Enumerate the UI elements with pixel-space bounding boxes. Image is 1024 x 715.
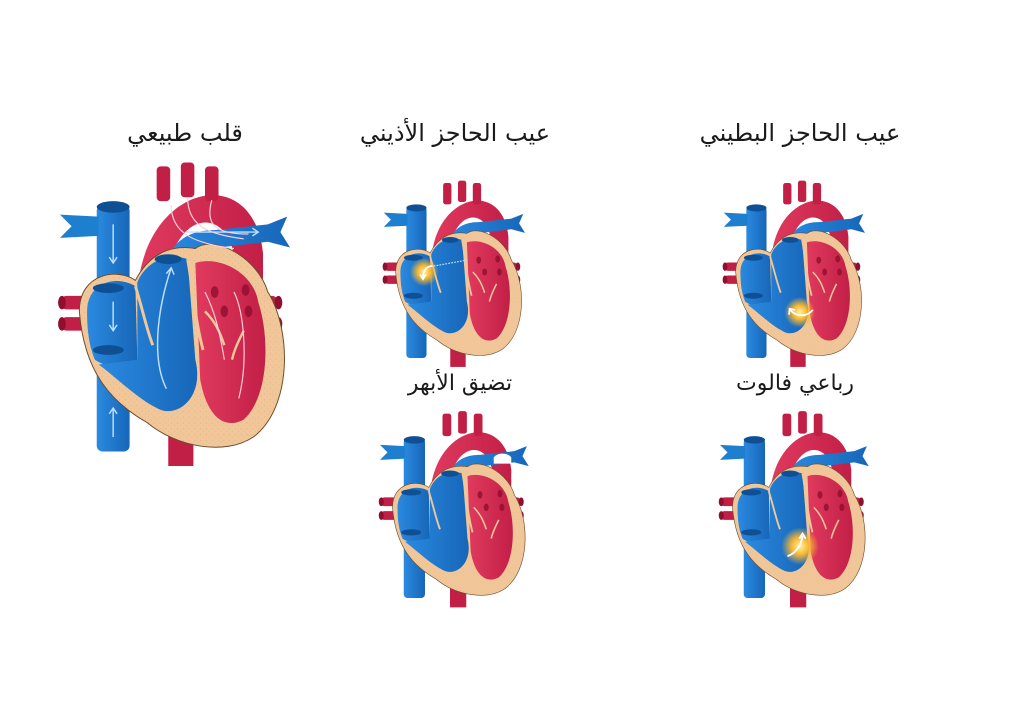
label-ventricular-septal-defect: عيب الحاجز البطيني xyxy=(699,119,901,147)
label-tetralogy-of-fallot: رباعي فالوت xyxy=(736,371,854,396)
vsd-heart-illustration xyxy=(721,179,866,368)
asd-heart-illustration xyxy=(381,179,526,368)
label-normal-heart: قلب طبيعي xyxy=(127,119,243,147)
label-atrial-septal-defect: عيب الحاجز الأذيني xyxy=(359,119,551,147)
tetralogy-heart-illustration xyxy=(717,410,870,609)
aorta-narrowing-marker xyxy=(493,453,512,464)
label-coarctation-of-aorta: تضيق الأبهر xyxy=(407,371,513,396)
normal-heart-illustration xyxy=(56,161,292,468)
defect-highlight-icon xyxy=(784,296,816,328)
coarctation-heart-illustration xyxy=(377,410,530,609)
